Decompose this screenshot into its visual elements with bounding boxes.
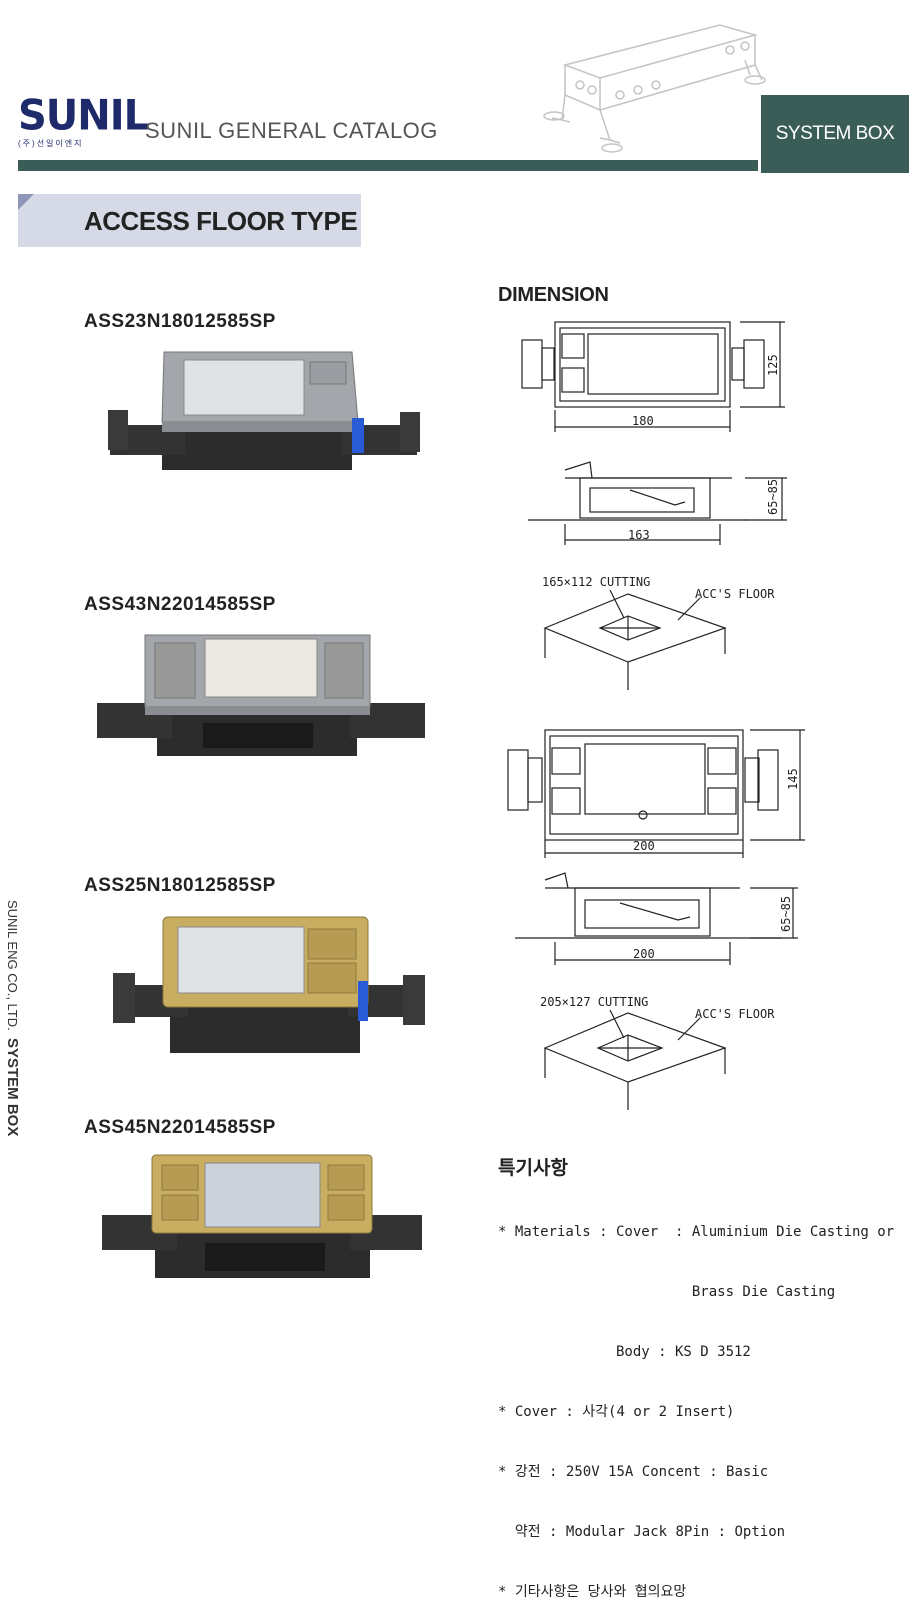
side-category: SYSTEM BOX	[4, 1037, 21, 1137]
notes-line: * 기타사항은 당사와 협의요망	[498, 1584, 687, 1600]
model-code: ASS23N18012585SP	[84, 311, 276, 332]
product-image-brass	[102, 1154, 422, 1278]
dimension-drawings: 180 125 163 65~85 165×112 CUTTING ACC'S …	[507, 321, 805, 1110]
dim-depth-width: 200	[633, 947, 655, 961]
section-header: ACCESS FLOOR TYPE	[18, 194, 361, 247]
notes-list: * Materials : Cover : Aluminium Die Cast…	[498, 1182, 894, 1622]
product-image-silver	[97, 634, 425, 756]
notes-title: 특기사항	[498, 1157, 568, 1179]
dimension-title: DIMENSION	[498, 284, 609, 306]
product-image-silver	[108, 351, 420, 470]
notes-line: * 강전 : 250V 15A Concent : Basic	[498, 1464, 769, 1480]
logo-wordmark: SUNIL	[18, 91, 149, 141]
product-image-brass	[113, 916, 425, 1053]
dim-floor: ACC'S FLOOR	[695, 1007, 775, 1021]
dim-depth: 65~85	[779, 896, 793, 932]
notes-line: Brass Die Casting	[498, 1284, 836, 1300]
dim-floor: ACC'S FLOOR	[695, 587, 775, 601]
dim-depth: 65~85	[766, 479, 780, 515]
catalog-title: SUNIL GENERAL CATALOG	[145, 118, 438, 143]
dim-width: 180	[632, 414, 654, 428]
side-company: SUNIL ENG CO., LTD.	[5, 900, 20, 1031]
dim-cutting: 165×112 CUTTING	[542, 575, 650, 589]
brand-logo: SUNIL (주)선일이엔지	[18, 91, 149, 156]
category-badge: SYSTEM BOX	[761, 95, 909, 173]
header-rule	[18, 160, 758, 171]
notes-line: * Materials : Cover : Aluminium Die Cast…	[498, 1224, 895, 1240]
dim-height: 125	[766, 354, 780, 376]
logo-subtext: (주)선일이엔지	[18, 139, 84, 148]
notes-line: 약전 : Modular Jack 8Pin : Option	[498, 1524, 786, 1540]
notes-line: Body : KS D 3512	[498, 1344, 751, 1360]
section-corner-accent	[18, 194, 34, 210]
side-caption: SUNIL ENG CO., LTD. SYSTEM BOX	[3, 900, 21, 1140]
notes-line: * Cover : 사각(4 or 2 Insert)	[498, 1404, 735, 1420]
model-code: ASS45N22014585SP	[84, 1117, 276, 1138]
section-title: ACCESS FLOOR TYPE	[84, 206, 358, 236]
dim-depth-width: 163	[628, 528, 650, 542]
system-box-sketch	[543, 24, 766, 153]
dim-width: 200	[633, 839, 655, 853]
dim-cutting: 205×127 CUTTING	[540, 995, 648, 1009]
model-code: ASS43N22014585SP	[84, 594, 276, 615]
model-code: ASS25N18012585SP	[84, 875, 276, 896]
dim-height: 145	[786, 768, 800, 790]
